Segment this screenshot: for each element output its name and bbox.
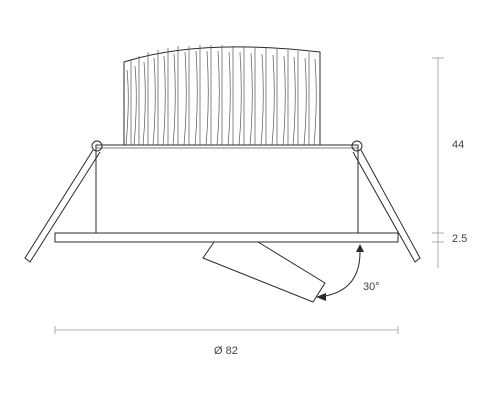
heatsink [123,45,321,146]
tilt-angle-label: 30° [363,281,380,293]
diameter-label: Ø 82 [214,345,238,357]
spring-clip-right [351,140,421,263]
tilted-lamp [202,241,326,303]
housing [95,144,359,234]
spring-clip-left [24,140,103,263]
diameter-dimension-line [54,326,399,334]
flange-thickness-label: 2.5 [452,233,467,245]
tilt-angle-arrow [316,244,364,301]
height-label: 44 [452,139,464,151]
height-dimension-line [432,57,444,268]
flange [54,232,399,243]
